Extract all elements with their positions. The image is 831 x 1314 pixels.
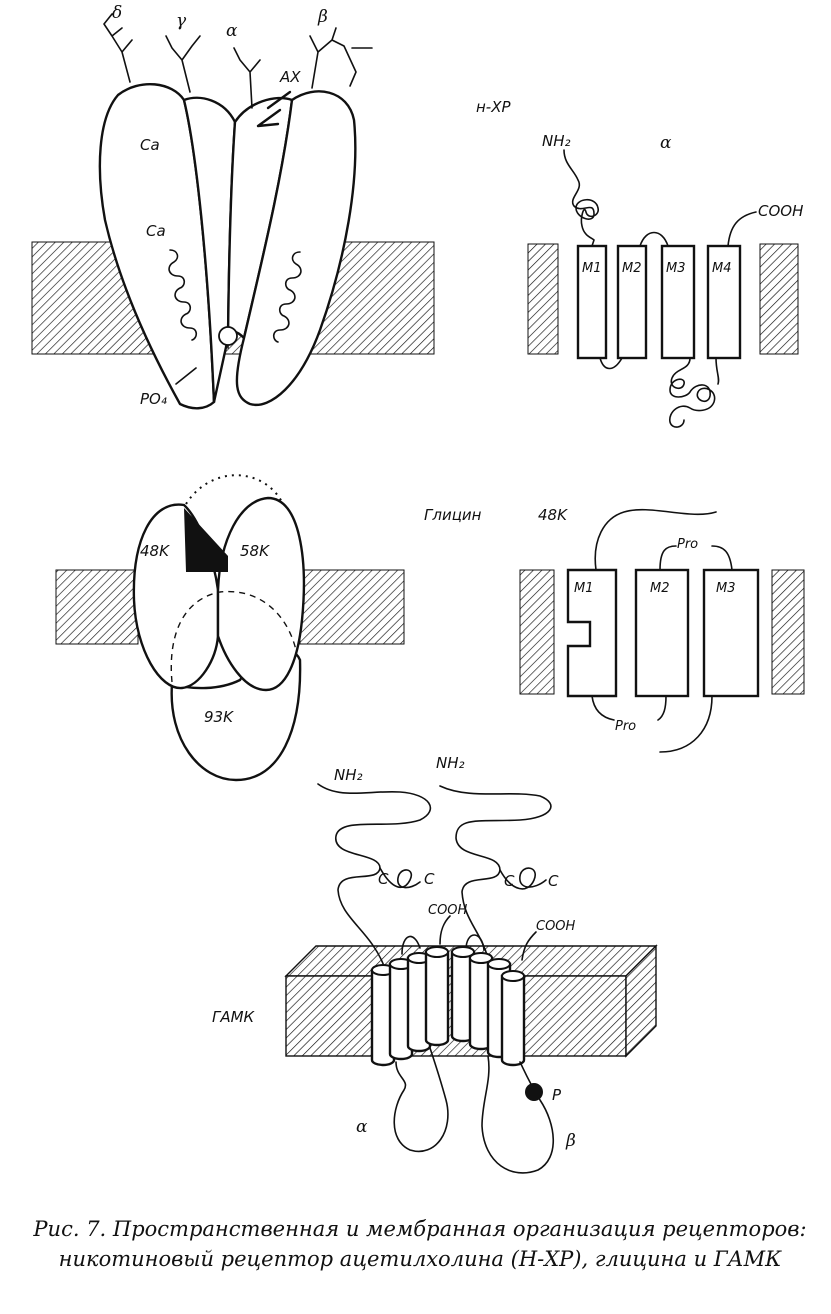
glycan-tree-delta (103, 13, 133, 83)
pore-symbol-circle (218, 326, 238, 346)
receptor-label: н-ХР (476, 98, 511, 116)
phosphate-label: P (552, 1086, 562, 1104)
membrane-block-right (759, 243, 799, 355)
c-terminus-label-left: COOH (428, 903, 468, 918)
c-terminal-tail-right (521, 931, 537, 961)
segment-label-m1: M1 (574, 581, 594, 596)
n-terminal-loop (594, 508, 717, 571)
segment-label-m2: M2 (650, 581, 670, 596)
membrane-block-right (299, 569, 405, 645)
glycan-tree-gamma (165, 35, 201, 93)
intracellular-loop-beta (481, 1055, 555, 1174)
ca-label-upper: Ca (140, 136, 160, 154)
intracellular-loop-alpha (393, 1047, 449, 1153)
segment-label-m3: M3 (716, 581, 736, 596)
segment-label-m2: M2 (622, 261, 642, 276)
segment-label-m4: M4 (712, 261, 732, 276)
helix-bundle (370, 946, 526, 1067)
subunit-label-beta: β (317, 7, 328, 27)
glycine-3d-diagram: 48K 58K 93K (55, 474, 405, 782)
figure-caption: Рис. 7. Пространственная и мембранная ор… (33, 1217, 807, 1271)
glycan-tree-beta (309, 27, 373, 89)
ca-coil-left (168, 249, 198, 341)
beta-subunit-label: β (565, 1131, 576, 1151)
pro-loop-bottom (591, 695, 667, 721)
ca-coil-right (272, 251, 302, 343)
membrane-block-left (527, 243, 559, 355)
subunit-label-48k: 48K (140, 542, 170, 560)
subunit-shape-beta (235, 90, 357, 407)
subunit-label-gamma: γ (176, 11, 187, 31)
subunit-label: α (660, 133, 672, 153)
n-terminal-chain-right (439, 785, 552, 959)
nachr-3d-diagram: δ γ α β АХ Ca Ca PO₄ ⊕ (31, 3, 435, 410)
segment-m3 (660, 244, 696, 360)
segment-m1 (566, 568, 618, 698)
subunit-label-alpha: α (226, 21, 238, 41)
cys-label-1: C (378, 870, 389, 888)
c-terminal-chain (727, 211, 757, 247)
pro-label-bottom: Pro (615, 719, 636, 734)
cys-label-2: C (424, 870, 435, 888)
glycine-topology-diagram: Глицин 48K Pro Pro M1 M2 M3 (424, 506, 805, 753)
gaba-diagram: ГАМК NH₂ NH₂ C C C C COOH COOH α β P (212, 754, 658, 1174)
loop-m1-m2 (599, 357, 623, 370)
n-terminus-label: NH₂ (542, 132, 571, 150)
membrane-side-face (625, 944, 657, 1058)
ca-label-lower: Ca (146, 222, 166, 240)
segment-m1 (576, 244, 608, 360)
c-terminal-loop (659, 695, 713, 753)
phosphate-label: PO₄ (140, 390, 167, 408)
receptor-label: Глицин (424, 506, 482, 524)
n-terminal-chain (563, 149, 599, 247)
segment-m3 (702, 568, 760, 698)
agonist-site-label: АХ (279, 68, 301, 86)
segment-m2 (634, 568, 690, 698)
binding-site-block (184, 508, 228, 572)
segment-label-m1: M1 (582, 261, 602, 276)
segment-m4 (706, 244, 742, 360)
nachr-topology-diagram: н-ХР α NH₂ COOH M1 M2 M3 M4 (476, 98, 803, 428)
subunit-label-58k: 58K (240, 542, 270, 560)
agonist-site-mark (256, 90, 292, 128)
n-terminus-label-left: NH₂ (334, 766, 363, 784)
receptor-label: ГАМК (212, 1008, 256, 1026)
subunit-label-93k: 93K (204, 708, 234, 726)
subunit-58k-shape (216, 496, 305, 692)
membrane-block-left (55, 569, 139, 645)
membrane-block-left (519, 569, 555, 695)
segment-m2 (616, 244, 648, 360)
dotted-arc (185, 474, 283, 505)
pore-symbol: ⊕ (221, 341, 222, 343)
subunit-label: 48K (538, 506, 568, 524)
glycan-tree-alpha (233, 47, 261, 109)
phosphorylation-site (525, 1083, 543, 1101)
c-terminal-tail-left (439, 915, 451, 945)
alpha-subunit-label: α (356, 1117, 368, 1137)
phosphate-leader (175, 367, 197, 385)
n-terminus-label-right: NH₂ (436, 754, 465, 772)
dashed-outline (170, 590, 297, 683)
membrane-block-right (771, 569, 805, 695)
cys-loop-left (379, 867, 421, 889)
c-terminus-label-right: COOH (536, 919, 576, 934)
cys-label-3: C (504, 872, 515, 890)
c-terminus-label: COOH (758, 202, 803, 220)
cys-loop-right (499, 867, 547, 890)
segment-label-m3: M3 (666, 261, 686, 276)
n-terminal-chain-left (317, 783, 432, 967)
loop-m2-m3 (639, 231, 669, 247)
cytoplasmic-loop (669, 357, 720, 428)
cys-label-4: C (548, 872, 559, 890)
subunit-label-delta: δ (112, 3, 122, 23)
pro-loop-top (659, 545, 733, 571)
top-loops (401, 934, 485, 955)
pro-label-top: Pro (677, 537, 698, 552)
